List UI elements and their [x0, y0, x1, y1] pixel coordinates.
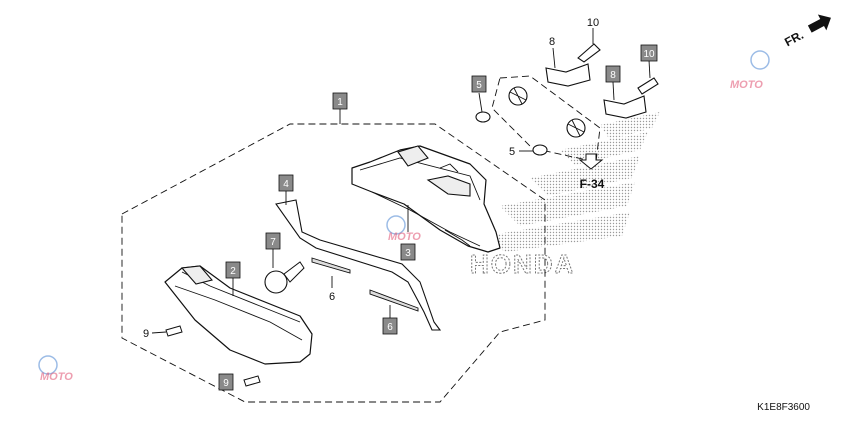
- callout-10-left[interactable]: 10: [587, 17, 599, 29]
- arrow-right-icon: [807, 14, 831, 33]
- svg-text:9: 9: [223, 378, 229, 389]
- diagram-code: K1E8F3600: [757, 402, 810, 413]
- front-direction-indicator: FR.: [782, 14, 831, 49]
- assembly-outline: [121, 123, 546, 403]
- callout-2[interactable]: 2: [225, 261, 241, 279]
- screw-bottom: [243, 375, 261, 387]
- callout-10-right[interactable]: 10: [640, 44, 658, 62]
- bolt-right: [637, 77, 659, 95]
- callout-5-upper[interactable]: 5: [471, 75, 487, 93]
- front-direction-label: FR.: [782, 28, 806, 49]
- bulb: [264, 261, 305, 294]
- svg-text:4: 4: [283, 179, 289, 190]
- svg-text:7: 7: [270, 237, 276, 248]
- callout-4[interactable]: 4: [278, 174, 294, 192]
- down-arrow-icon: [578, 153, 604, 170]
- cushion-strip-lower: [369, 289, 419, 312]
- collar-upper: [475, 111, 491, 123]
- honda-wing-watermark: HONDA: [470, 112, 660, 280]
- callout-8-left[interactable]: 8: [549, 36, 555, 48]
- moto-watermark: MOTO MOTO MOTO: [38, 50, 770, 383]
- svg-text:6: 6: [387, 322, 393, 333]
- callout-5-lower[interactable]: 5: [509, 146, 515, 158]
- leader-lines: [151, 28, 651, 334]
- callout-9-left[interactable]: 9: [143, 328, 149, 340]
- callout-7[interactable]: 7: [265, 232, 281, 250]
- callout-9-bottom[interactable]: 9: [218, 373, 234, 391]
- svg-text:10: 10: [643, 49, 655, 60]
- cushion-strip-upper: [311, 257, 351, 274]
- svg-text:2: 2: [230, 266, 236, 277]
- tail-lens: [164, 265, 313, 365]
- reference-f34[interactable]: F-34: [578, 153, 605, 191]
- bolt-left: [577, 43, 601, 63]
- bracket-left: [545, 63, 591, 87]
- lamp-housing: [351, 145, 501, 253]
- honda-brand-watermark: HONDA: [470, 249, 575, 279]
- grommet-lower: [566, 118, 586, 138]
- moto-watermark-text-3: MOTO: [730, 79, 763, 91]
- moto-watermark-text-1: MOTO: [40, 371, 73, 383]
- callout-6-lower[interactable]: 6: [382, 317, 398, 335]
- svg-text:3: 3: [405, 248, 411, 259]
- svg-text:1: 1: [337, 97, 343, 108]
- reference-label: F-34: [580, 177, 605, 191]
- svg-text:5: 5: [476, 80, 482, 91]
- svg-text:8: 8: [610, 70, 616, 81]
- collar-lower: [532, 144, 548, 156]
- seal-gasket: [275, 199, 442, 331]
- callout-8-right[interactable]: 8: [605, 65, 621, 83]
- moto-watermark-text-2: MOTO: [388, 231, 421, 243]
- callout-1[interactable]: 1: [332, 92, 348, 110]
- grommet-upper: [508, 86, 528, 106]
- bracket-right: [603, 95, 647, 119]
- screw-left: [165, 325, 183, 337]
- callout-3[interactable]: 3: [400, 243, 416, 261]
- callout-6-upper[interactable]: 6: [329, 291, 335, 303]
